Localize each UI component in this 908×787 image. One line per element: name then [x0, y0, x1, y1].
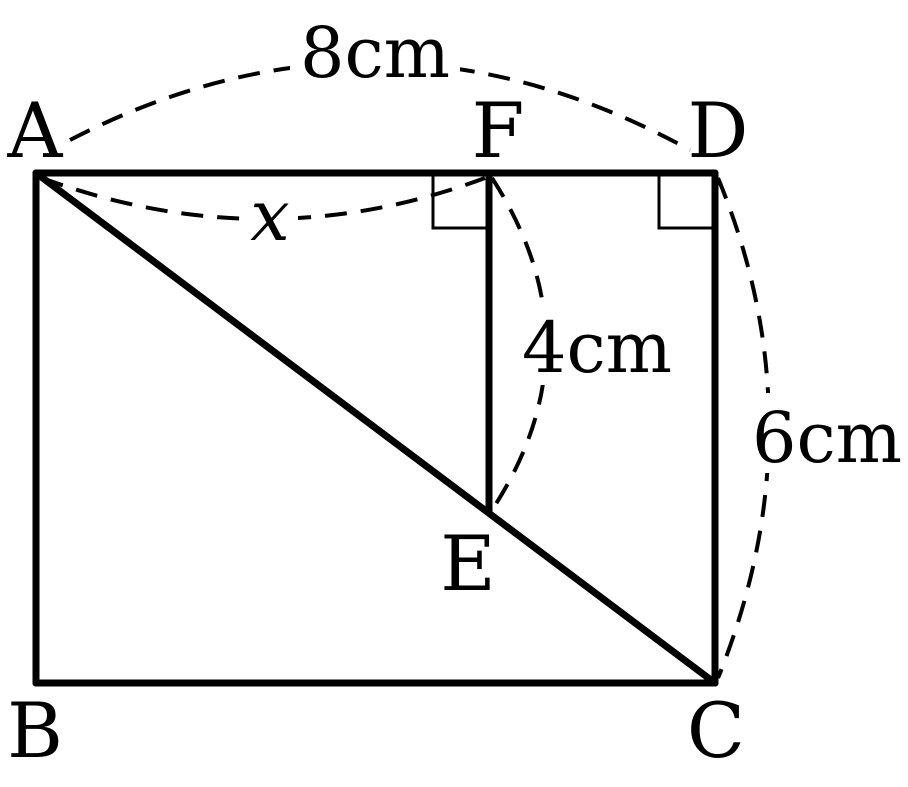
right-angle-marker-d — [657, 175, 715, 230]
point-label-c: C — [687, 686, 745, 775]
measure-label-top: 8cm — [300, 12, 450, 94]
segment-ac — [32, 169, 719, 687]
point-label-e: E — [440, 519, 495, 608]
point-label-b: B — [7, 686, 63, 775]
measure-label-x: x — [250, 175, 289, 257]
dimension-arc-ad — [69, 60, 691, 152]
label-mask-x — [240, 185, 298, 243]
right-angle-marker-f — [431, 175, 489, 230]
label-mask-fe — [515, 305, 680, 385]
label-mask-right — [748, 393, 906, 473]
point-label-d: D — [688, 86, 749, 175]
dimension-arc-fe — [490, 176, 548, 512]
label-mask-top — [290, 18, 460, 90]
measure-label-fe: 4cm — [522, 307, 672, 389]
measure-label-right: 6cm — [752, 397, 902, 479]
point-label-a: A — [7, 86, 64, 175]
point-label-f: F — [472, 86, 525, 175]
